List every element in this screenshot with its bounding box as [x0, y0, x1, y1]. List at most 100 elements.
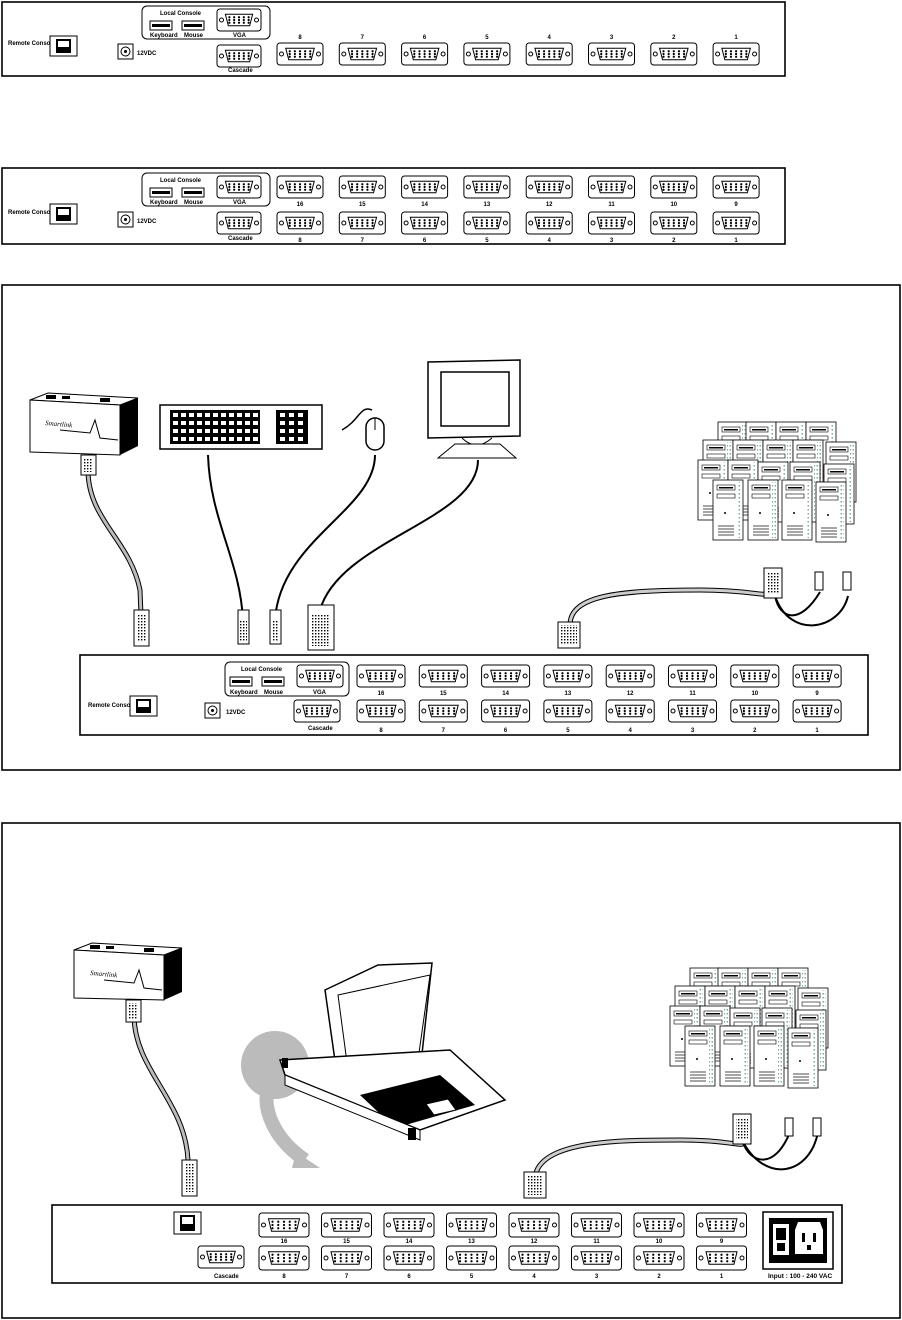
port-number-label: 1 [734, 35, 738, 41]
cascade-port [216, 211, 262, 235]
port-number-label: 11 [689, 691, 696, 697]
port-number-label: 16 [378, 691, 385, 697]
port-number-label: 12 [546, 202, 553, 208]
cpu-port-top-2 [321, 1212, 372, 1238]
cpu-port-bottom-3 [401, 211, 449, 235]
cpu-port-7 [650, 42, 698, 66]
port-number-label: 15 [343, 1239, 350, 1245]
cpu-port-top-2 [338, 175, 386, 199]
port-number-label: 13 [484, 202, 491, 208]
remote-console-unit: Smartlink [29, 392, 139, 456]
port-number-label: 3 [610, 35, 614, 41]
cpu-port-2 [338, 42, 386, 66]
port-number-label: 3 [595, 1274, 599, 1280]
cpu-port-bottom-8 [712, 211, 760, 235]
cpu-port-top-5 [508, 1212, 560, 1238]
cpu-port-bottom-2 [338, 211, 386, 235]
cpu-port-top-6 [668, 664, 717, 688]
cpu-port-top-7 [650, 175, 698, 199]
port-number-label: 1 [815, 728, 819, 734]
port-number-label: 8 [298, 238, 302, 244]
local-console-label: Local Console [160, 11, 202, 17]
cpu-port-top-4 [543, 664, 593, 688]
cpu-port-bottom-8 [696, 1245, 747, 1271]
panel-rackmount-connection: Smartlink [1, 822, 901, 1319]
vga-label: VGA [313, 690, 327, 696]
cpu-port-top-7 [730, 664, 780, 688]
port-number-label: 12 [531, 1239, 538, 1245]
cpu-port-6 [588, 42, 635, 66]
cpu-port-top-1 [276, 175, 324, 199]
port-number-label: 14 [406, 1239, 413, 1245]
port-number-label: 12 [627, 691, 634, 697]
keyboard-device [159, 404, 323, 450]
port-number-label: 1 [720, 1274, 724, 1280]
port-number-label: 4 [548, 35, 552, 41]
cpu-port-top-4 [446, 1212, 497, 1238]
cpu-port-bottom-6 [571, 1245, 622, 1271]
vga-port [216, 175, 262, 199]
cpu-port-bottom-2 [418, 699, 468, 723]
port-number-label: 10 [670, 202, 677, 208]
port-number-label: 11 [593, 1239, 600, 1245]
cpu-port-top-1 [258, 1212, 310, 1238]
vga-port [216, 8, 262, 32]
cpu-port-bottom-6 [668, 699, 717, 723]
remote-console-label: Remote Console [88, 703, 136, 709]
monitor-device [427, 359, 521, 459]
cascade-label: Cascade [214, 1274, 239, 1280]
port-number-label: 13 [468, 1239, 475, 1245]
cpu-port-top-3 [481, 664, 531, 688]
mouse-label: Mouse [184, 200, 204, 206]
mouse-label: Mouse [184, 33, 204, 39]
panel-16-port: Remote Console 12VDC Local Console Keybo… [1, 167, 786, 245]
cpu-port-top-4 [463, 175, 511, 199]
port-number-label: 7 [361, 35, 365, 41]
cpu-port-top-8 [712, 175, 760, 199]
port-number-label: 10 [751, 691, 758, 697]
port-number-label: 9 [734, 202, 738, 208]
port-number-label: 5 [566, 728, 570, 734]
cascade-port [293, 699, 341, 723]
cpu-port-top-3 [401, 175, 449, 199]
cpu-port-bottom-5 [508, 1245, 560, 1271]
local-console-label: Local Console [241, 667, 283, 673]
server-tower [781, 479, 813, 541]
cpu-port-top-3 [383, 1212, 435, 1238]
rj45-port [49, 35, 78, 57]
cpu-port-top-1 [356, 664, 406, 688]
remote-console-label: Remote Console [8, 41, 56, 47]
cascade-port [197, 1245, 245, 1269]
remote-console-label: Remote Console [8, 210, 56, 216]
port-number-label: 3 [610, 238, 614, 244]
cpu-port-4 [463, 42, 511, 66]
dc-jack [117, 43, 134, 60]
cpu-port-bottom-3 [383, 1245, 435, 1271]
vga-label: VGA [233, 200, 247, 206]
brand-logo: Smartlink [90, 969, 119, 979]
cpu-port-5 [525, 42, 573, 66]
cascade-label: Cascade [228, 68, 253, 74]
port-number-label: 8 [298, 35, 302, 41]
cpu-port-bottom-3 [481, 699, 531, 723]
cpu-port-bottom-4 [463, 211, 511, 235]
cpu-port-bottom-2 [321, 1245, 372, 1271]
dc-label: 12VDC [226, 710, 246, 716]
port-number-label: 1 [734, 238, 738, 244]
keyboard-label: Keyboard [150, 33, 178, 39]
dc-label: 12VDC [137, 219, 157, 225]
port-number-label: 4 [548, 238, 552, 244]
cpu-port-bottom-4 [446, 1245, 497, 1271]
port-number-label: 6 [407, 1274, 411, 1280]
port-number-label: 7 [361, 238, 365, 244]
keyboard-label: Keyboard [150, 200, 178, 206]
cascade-port [216, 44, 262, 68]
port-number-label: 2 [672, 35, 676, 41]
cpu-port-bottom-1 [276, 211, 324, 235]
keyboard-label: Keyboard [230, 690, 258, 696]
cascade-label: Cascade [308, 726, 333, 732]
port-number-label: 14 [421, 202, 428, 208]
cpu-port-top-5 [605, 664, 655, 688]
cpu-port-top-6 [571, 1212, 622, 1238]
